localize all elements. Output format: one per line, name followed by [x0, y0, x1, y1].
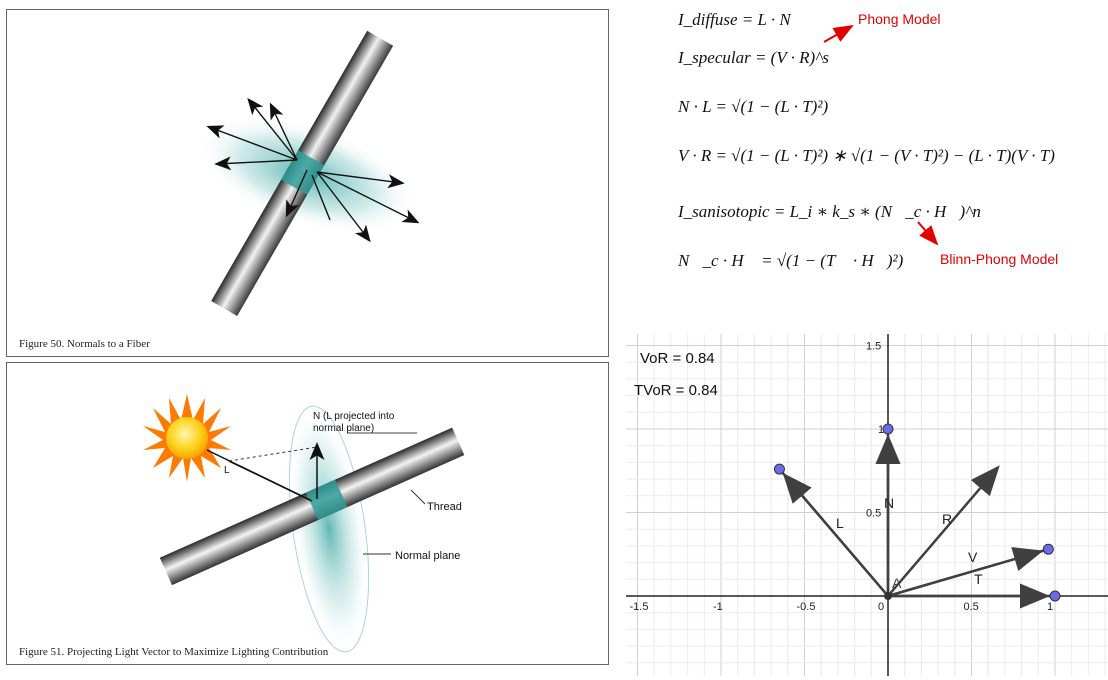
vector-head-v: [887, 547, 1044, 598]
readout-vor: VoR = 0.84: [640, 350, 715, 367]
label-l: L: [224, 465, 230, 476]
y-tick-label: 1: [878, 424, 884, 436]
blinn-phong-arrow: [917, 221, 939, 246]
dashed-projection: [228, 446, 318, 462]
normal-arrows: [206, 97, 420, 243]
vector-r: [887, 465, 1000, 597]
figure-51-illustration: N (L projected into normal plane) L Thre…: [143, 394, 465, 653]
x-tick-label: -1.5: [630, 601, 649, 613]
point-v: [1042, 543, 1054, 555]
x-tick-label: 1: [1047, 601, 1053, 613]
point-t: [1049, 590, 1061, 602]
origin-label: A: [892, 575, 902, 591]
equation-ncdoth: N⃗_c · H⃗ = √(1 − (T⃗ · H⃗)²): [678, 251, 904, 270]
figure-51-panel: N (L projected into normal plane) L Thre…: [6, 362, 609, 665]
vector-head-l: [782, 472, 889, 597]
sun-icon: [143, 394, 231, 482]
x-tick-label: 0: [878, 601, 884, 613]
equation-ndotl: N · L = √(1 − (L · T)²): [678, 97, 829, 116]
origin-point: [884, 592, 892, 600]
blinn-phong-model-label: Blinn-Phong Model: [940, 251, 1059, 267]
phong-model-label: Phong Model: [858, 11, 941, 27]
figure-51-caption: Figure 51. Projecting Light Vector to Ma…: [19, 646, 329, 658]
point-n: [882, 423, 894, 435]
equation-specular: I_specular = (V · R)^s: [678, 48, 829, 67]
phong-arrow: [823, 25, 854, 43]
normal-plane-shape: [288, 405, 370, 653]
fiber-cylinder: [211, 30, 394, 316]
vector-label-n: N: [884, 495, 894, 511]
vector-label-r: R: [942, 511, 952, 527]
vector-plot-canvas[interactable]: -1.5 -1 -0.5 0 0.5 1 0.5 1 1.5N L R VT A: [626, 334, 1108, 676]
equation-diffuse: I_diffuse = L · N: [678, 10, 791, 29]
readout-tvor: TVoR = 0.84: [634, 382, 718, 399]
label-n-line1: N (L projected into: [313, 411, 395, 422]
annotation-arrows: [823, 25, 939, 246]
vector-label-t: T: [974, 571, 983, 587]
thread-leader: [410, 489, 426, 505]
light-line-l: [228, 460, 311, 501]
label-normal-plane: Normal plane: [395, 550, 460, 562]
y-tick-label: 0.5: [866, 508, 881, 520]
label-n-line2: normal plane): [313, 423, 374, 434]
label-thread: Thread: [427, 501, 462, 513]
figure-50-panel: Figure 50. Normals to a Fiber: [6, 9, 609, 357]
vector-label-v: V: [968, 549, 978, 565]
x-tick-label: -1: [713, 601, 723, 613]
vector-label-l: L: [836, 515, 844, 531]
figure-50-illustration: [196, 30, 420, 316]
x-tick-label: -0.5: [797, 601, 816, 613]
equation-vdotr: V · R = √(1 − (L · T)²) ∗ √(1 − (V · T)²…: [678, 146, 1055, 165]
point-l: [773, 463, 785, 475]
x-tick-label: 0.5: [964, 601, 979, 613]
figure-50-caption: Figure 50. Normals to a Fiber: [19, 338, 150, 350]
y-tick-label: 1.5: [866, 341, 881, 353]
equation-anisotropic: I_sanisotopic = L_i ∗ k_s ∗ (N⃗_c · H⃗)^…: [678, 202, 981, 221]
